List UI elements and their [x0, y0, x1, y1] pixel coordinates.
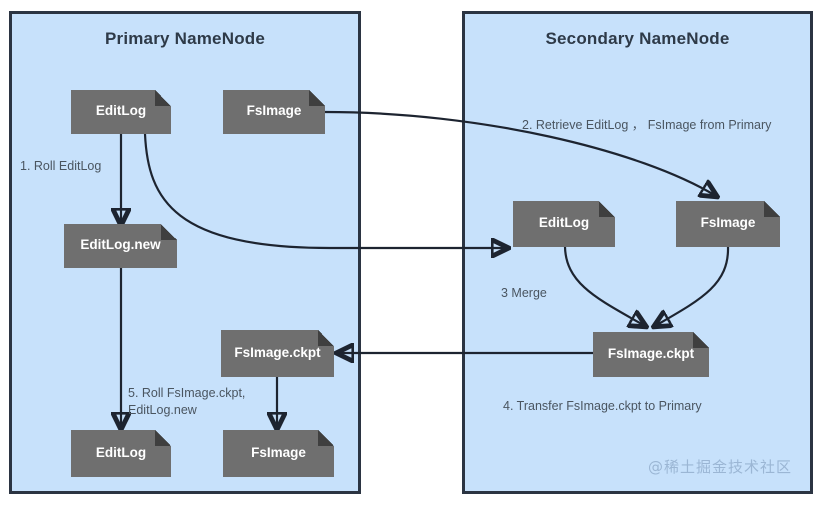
folded-corner-icon [599, 201, 615, 217]
folded-corner-icon [318, 330, 334, 346]
node-secondary-fsimage-ckpt[interactable]: FsImage.ckpt [593, 332, 709, 377]
note-step-2: 2. Retrieve EditLog ， FsImage from Prima… [522, 118, 772, 132]
folded-corner-icon [309, 90, 325, 106]
folded-corner-icon [318, 430, 334, 446]
node-primary-fsimage[interactable]: FsImage [223, 90, 325, 134]
folded-corner-icon [155, 430, 171, 446]
panel-primary-namenode: Primary NameNode [9, 11, 361, 494]
panel-secondary-title: Secondary NameNode [545, 29, 730, 48]
panel-primary-title: Primary NameNode [104, 29, 266, 48]
note-step-1: 1. Roll EditLog [20, 159, 102, 173]
node-primary-editlog[interactable]: EditLog [71, 90, 171, 134]
node-primary-editlog-new[interactable]: EditLog.new [64, 224, 177, 268]
watermark: @稀土掘金技术社区 [647, 458, 792, 476]
note-step-4: 4. Transfer FsImage.ckpt to Primary [503, 399, 702, 413]
note-step-3: 3 Merge [501, 286, 547, 300]
note-step-5: 5. Roll FsImage.ckpt, EditLog.new [128, 386, 246, 417]
node-primary-fsimage-ckpt[interactable]: FsImage.ckpt [221, 330, 334, 377]
folded-corner-icon [764, 201, 780, 217]
panel-secondary-namenode: Secondary NameNode @稀土掘金技术社区 [462, 11, 813, 494]
node-secondary-fsimage[interactable]: FsImage [676, 201, 780, 247]
node-primary-final-editlog[interactable]: EditLog [71, 430, 171, 477]
folded-corner-icon [155, 90, 171, 106]
node-primary-final-fsimage[interactable]: FsImage [223, 430, 334, 477]
node-secondary-editlog[interactable]: EditLog [513, 201, 615, 247]
folded-corner-icon [693, 332, 709, 348]
folded-corner-icon [161, 224, 177, 240]
